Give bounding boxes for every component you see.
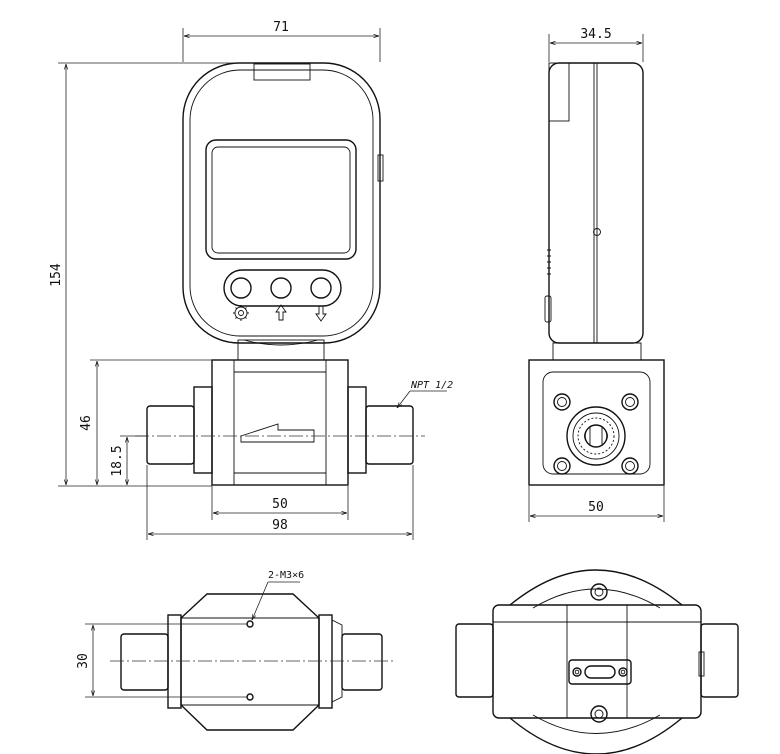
front-dimensions: 71 154 46 18.5 50 98 NPT 1/2	[49, 20, 453, 540]
dim-side-body-width: 50	[588, 500, 604, 515]
set-button	[230, 277, 252, 299]
side-body	[528, 359, 665, 486]
dim-body-width: 50	[272, 497, 288, 512]
flow-body	[211, 359, 349, 486]
usb-port	[584, 665, 616, 679]
side-housing	[548, 62, 644, 344]
down-button	[310, 277, 332, 299]
up-button	[270, 277, 292, 299]
left-fitting	[146, 405, 195, 465]
dim-total-length: 98	[272, 518, 288, 533]
side-dimensions: 34.5 50	[528, 27, 665, 522]
dim-top-width: 30	[76, 653, 91, 669]
front-view	[135, 62, 425, 486]
top-right-fitting	[341, 633, 383, 691]
top-view	[110, 593, 395, 731]
thread-label: NPT 1/2	[410, 380, 453, 391]
button-bar	[223, 269, 342, 307]
dim-total-height: 154	[49, 263, 64, 287]
dim-front-width: 71	[273, 20, 289, 35]
top-left-fitting	[120, 633, 169, 691]
screen-bezel	[205, 139, 357, 260]
display-housing-outer	[182, 62, 381, 344]
screen	[211, 146, 351, 254]
top-dimensions: 30 2-M3×6	[76, 570, 304, 698]
bottom-right-fitting	[700, 623, 739, 698]
gear-icon	[233, 305, 249, 321]
bottom-view	[455, 569, 739, 754]
side-tab	[548, 62, 570, 122]
up-arrow-icon	[275, 304, 287, 321]
bottom-left-fitting	[455, 623, 494, 698]
mount-holes-label: 2-M3×6	[268, 570, 304, 581]
dim-side-depth: 34.5	[580, 27, 611, 42]
side-view	[528, 62, 665, 486]
top-body	[180, 593, 320, 731]
dim-body-height: 46	[79, 415, 94, 431]
top-tab	[253, 63, 311, 81]
right-fitting	[365, 405, 414, 465]
flange	[542, 371, 651, 475]
flow-arrow-icon	[240, 423, 315, 443]
down-arrow-icon	[315, 305, 327, 322]
side-screw	[593, 228, 601, 236]
usb-port-plate	[568, 659, 632, 685]
port-ring	[566, 406, 626, 466]
dim-port-height: 18.5	[110, 445, 125, 476]
